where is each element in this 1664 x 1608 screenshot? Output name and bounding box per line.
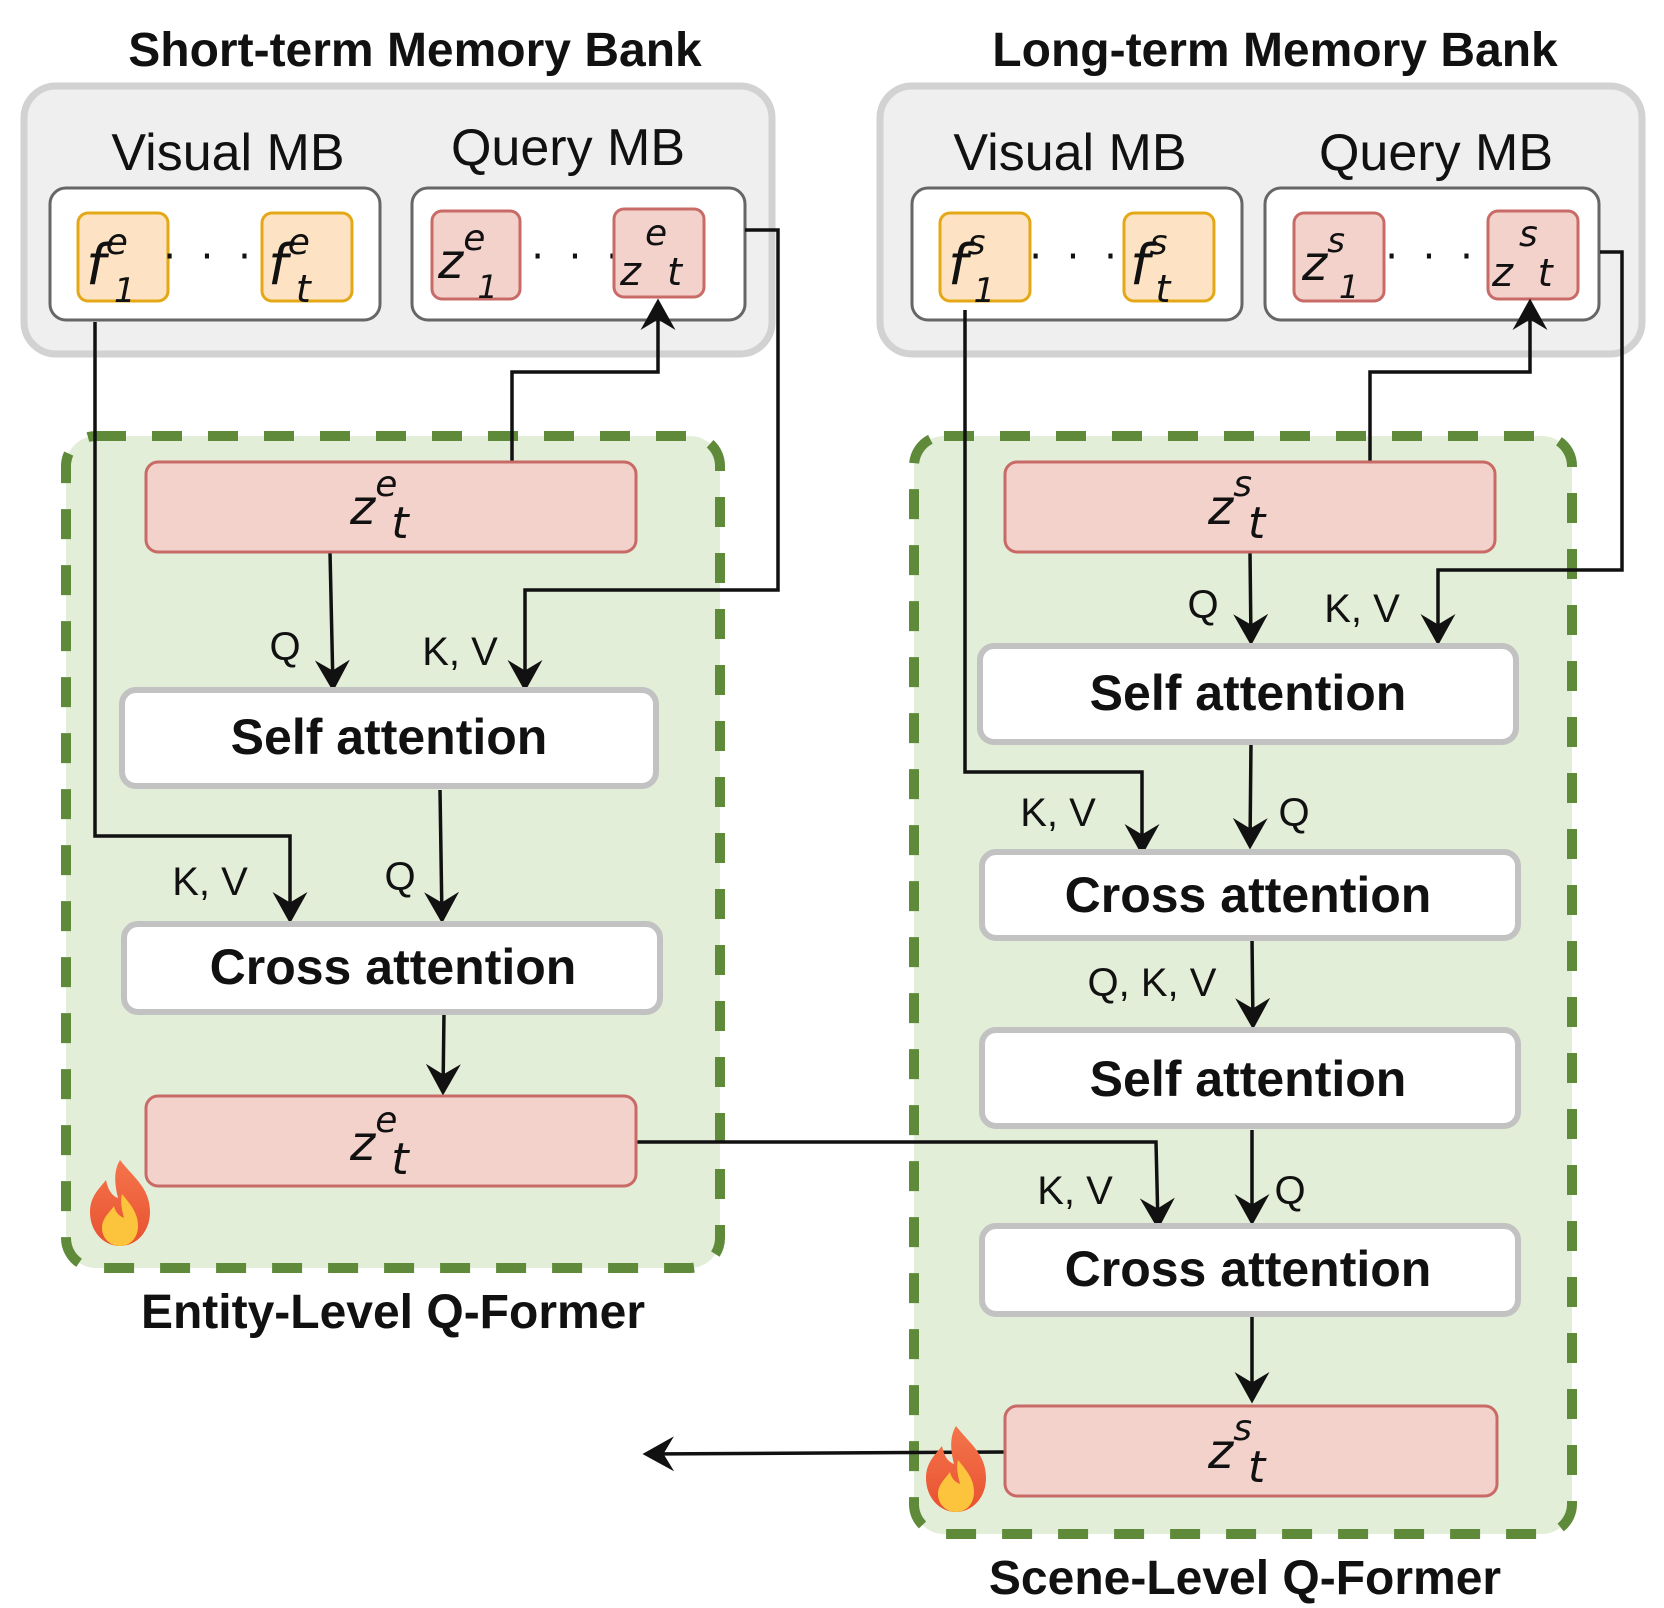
svg-text:zet: zet bbox=[349, 464, 410, 549]
lt-visual-ellipsis: · · · bbox=[1029, 234, 1123, 280]
st-visual-mb-label: Visual MB bbox=[111, 124, 344, 182]
scene-self-attn-q-label: Q bbox=[1187, 583, 1218, 627]
connector-wires bbox=[93, 228, 1624, 1472]
scene-cross-attn-2-kv-label: K, V bbox=[1037, 1169, 1113, 1213]
st-query-ellipsis: · · · bbox=[531, 234, 625, 280]
st-visual-ellipsis: · · · bbox=[163, 234, 257, 280]
scene-flame-icon bbox=[926, 1426, 986, 1512]
scene-cross-attn-1-q-label: Q bbox=[1278, 791, 1309, 835]
lt-query-mb-label: Query MB bbox=[1319, 124, 1553, 182]
scene-cross-attention-block-1: Cross attention bbox=[979, 849, 1521, 941]
svg-text:Cross attention: Cross attention bbox=[210, 939, 577, 995]
st-query-token-last: zet bbox=[612, 207, 706, 299]
entity-self-attn-kv-label: K, V bbox=[422, 630, 498, 674]
lt-visual-mb-label: Visual MB bbox=[953, 124, 1186, 182]
svg-text:ze1: ze1 bbox=[437, 218, 498, 306]
scene-cross-attn-2-q-label: Q bbox=[1274, 1169, 1305, 1213]
svg-text:Cross attention: Cross attention bbox=[1065, 867, 1432, 923]
svg-text:Self attention: Self attention bbox=[1090, 665, 1407, 721]
svg-text:zs1: zs1 bbox=[1301, 221, 1359, 306]
svg-text:Self attention: Self attention bbox=[231, 709, 548, 765]
scene-self-attn-kv-label: K, V bbox=[1324, 587, 1400, 631]
long-term-memory-bank-title: Long-term Memory Bank bbox=[992, 24, 1558, 77]
entity-cross-attn-kv-label: K, V bbox=[172, 860, 248, 904]
scene-self-attn-2-qkv-label: Q, K, V bbox=[1088, 961, 1217, 1005]
lt-query-ellipsis: · · · bbox=[1385, 234, 1479, 280]
entity-level-q-former-container bbox=[61, 431, 725, 1273]
svg-text:zet: zet bbox=[619, 213, 684, 295]
entity-flame-icon bbox=[90, 1160, 150, 1246]
scene-cross-attention-block-2: Cross attention bbox=[979, 1223, 1521, 1317]
entity-self-attn-q-label: Q bbox=[269, 625, 300, 669]
svg-text:zst: zst bbox=[1207, 1408, 1267, 1493]
svg-text:zet: zet bbox=[349, 1100, 410, 1185]
scene-self-attention-block-1: Self attention bbox=[977, 643, 1519, 745]
svg-text:zst: zst bbox=[1207, 464, 1267, 549]
svg-text:Self attention: Self attention bbox=[1090, 1051, 1407, 1107]
scene-cross-attn-1-kv-label: K, V bbox=[1020, 791, 1096, 835]
svg-text:zst: zst bbox=[1491, 214, 1555, 296]
entity-cross-attn-q-label: Q bbox=[384, 855, 415, 899]
scene-level-q-former-title: Scene-Level Q-Former bbox=[989, 1552, 1501, 1605]
short-term-memory-bank-title: Short-term Memory Bank bbox=[128, 24, 702, 77]
entity-level-q-former-title: Entity-Level Q-Former bbox=[141, 1286, 645, 1339]
st-query-mb-label: Query MB bbox=[451, 119, 685, 177]
entity-self-attention-block: Self attention bbox=[119, 687, 659, 789]
lt-query-token-last: zst bbox=[1486, 209, 1580, 301]
scene-self-attention-block-2: Self attention bbox=[979, 1027, 1521, 1129]
svg-text:Cross attention: Cross attention bbox=[1065, 1241, 1432, 1297]
entity-cross-attention-block: Cross attention bbox=[121, 921, 663, 1015]
scene-level-q-former-container bbox=[909, 431, 1577, 1539]
